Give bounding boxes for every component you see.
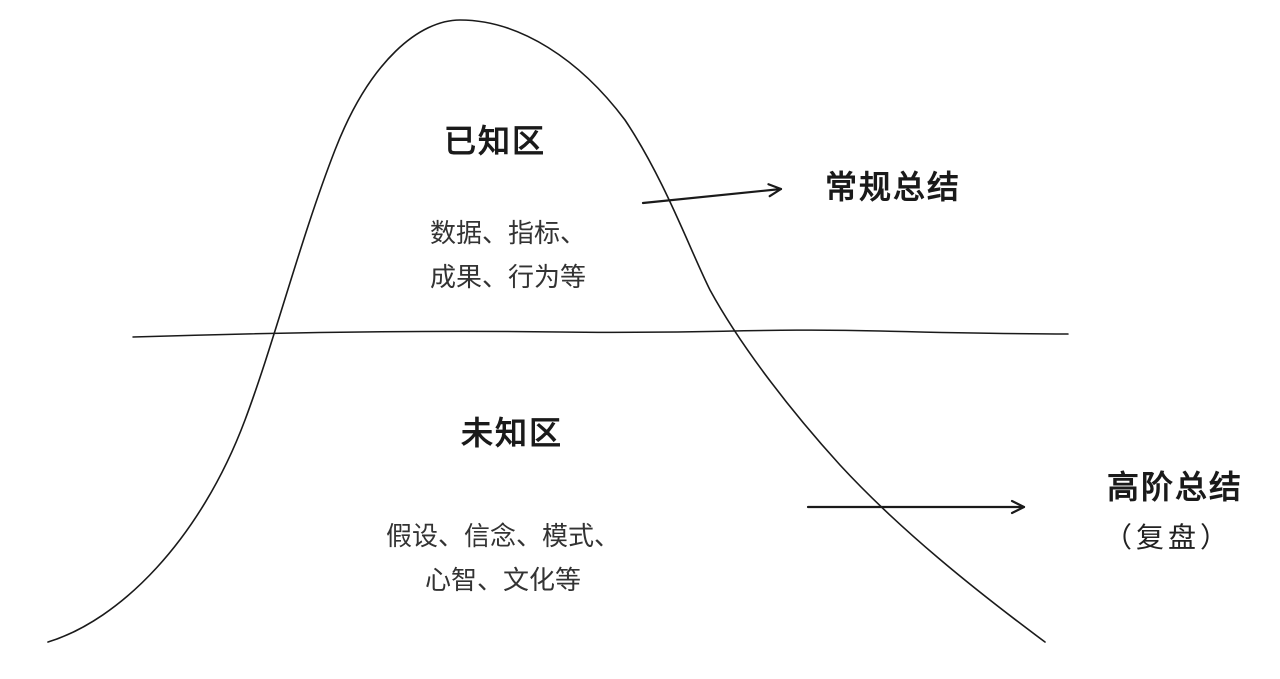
unknown-zone-title: 未知区 [460,414,564,452]
unknown-zone-description: 假设、信念、模式、 心智、文化等 [386,515,620,603]
water-line [132,329,1069,338]
known-zone-desc-line-2: 成果、行为等 [429,263,587,293]
unknown-zone-desc-line-2: 心智、文化等 [424,566,582,596]
known-zone-title: 已知区 [443,122,547,160]
known-zone-desc-line-1: 数据、指标、 [429,219,587,249]
regular-summary-arrow [641,183,783,205]
regular-summary-label: 常规总结 [824,168,962,206]
advanced-summary-label: 高阶总结 [1106,468,1244,506]
advanced-summary-sublabel: （复盘） [1103,521,1233,554]
mountain-outline [47,19,1046,643]
known-zone-description: 数据、指标、 成果、行为等 [430,212,586,300]
unknown-zone-desc-line-1: 假设、信念、模式、 [385,522,621,552]
